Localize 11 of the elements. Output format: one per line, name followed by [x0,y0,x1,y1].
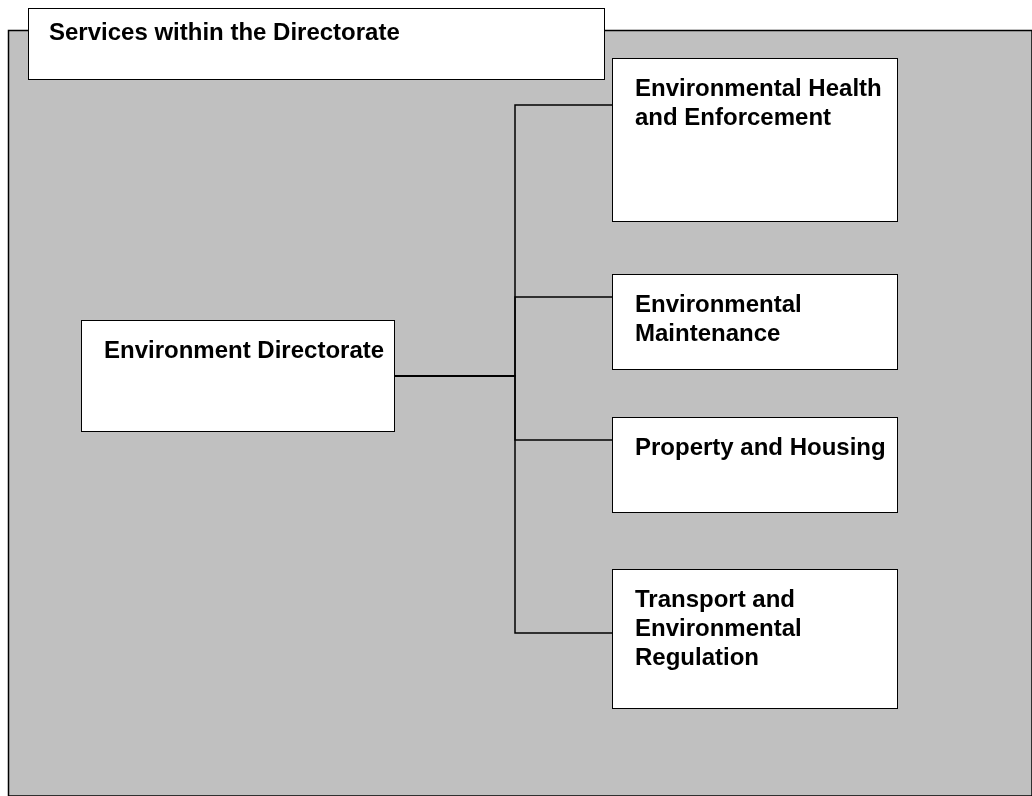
unit-box [612,417,898,513]
unit-box [612,274,898,370]
unit-label: Environment Directorate [104,335,386,364]
unit-box [612,569,898,709]
unit-label: Property and Housing [635,432,887,461]
unit-label: Environmental Maintenance [635,289,803,347]
unit-box [81,320,395,432]
title-text: Services within the Directorate [49,17,401,46]
unit-label: Transport and Environmental Regulation [635,584,803,671]
unit-box [612,58,898,222]
unit-label: Environmental Health and Enforcement [635,73,883,131]
